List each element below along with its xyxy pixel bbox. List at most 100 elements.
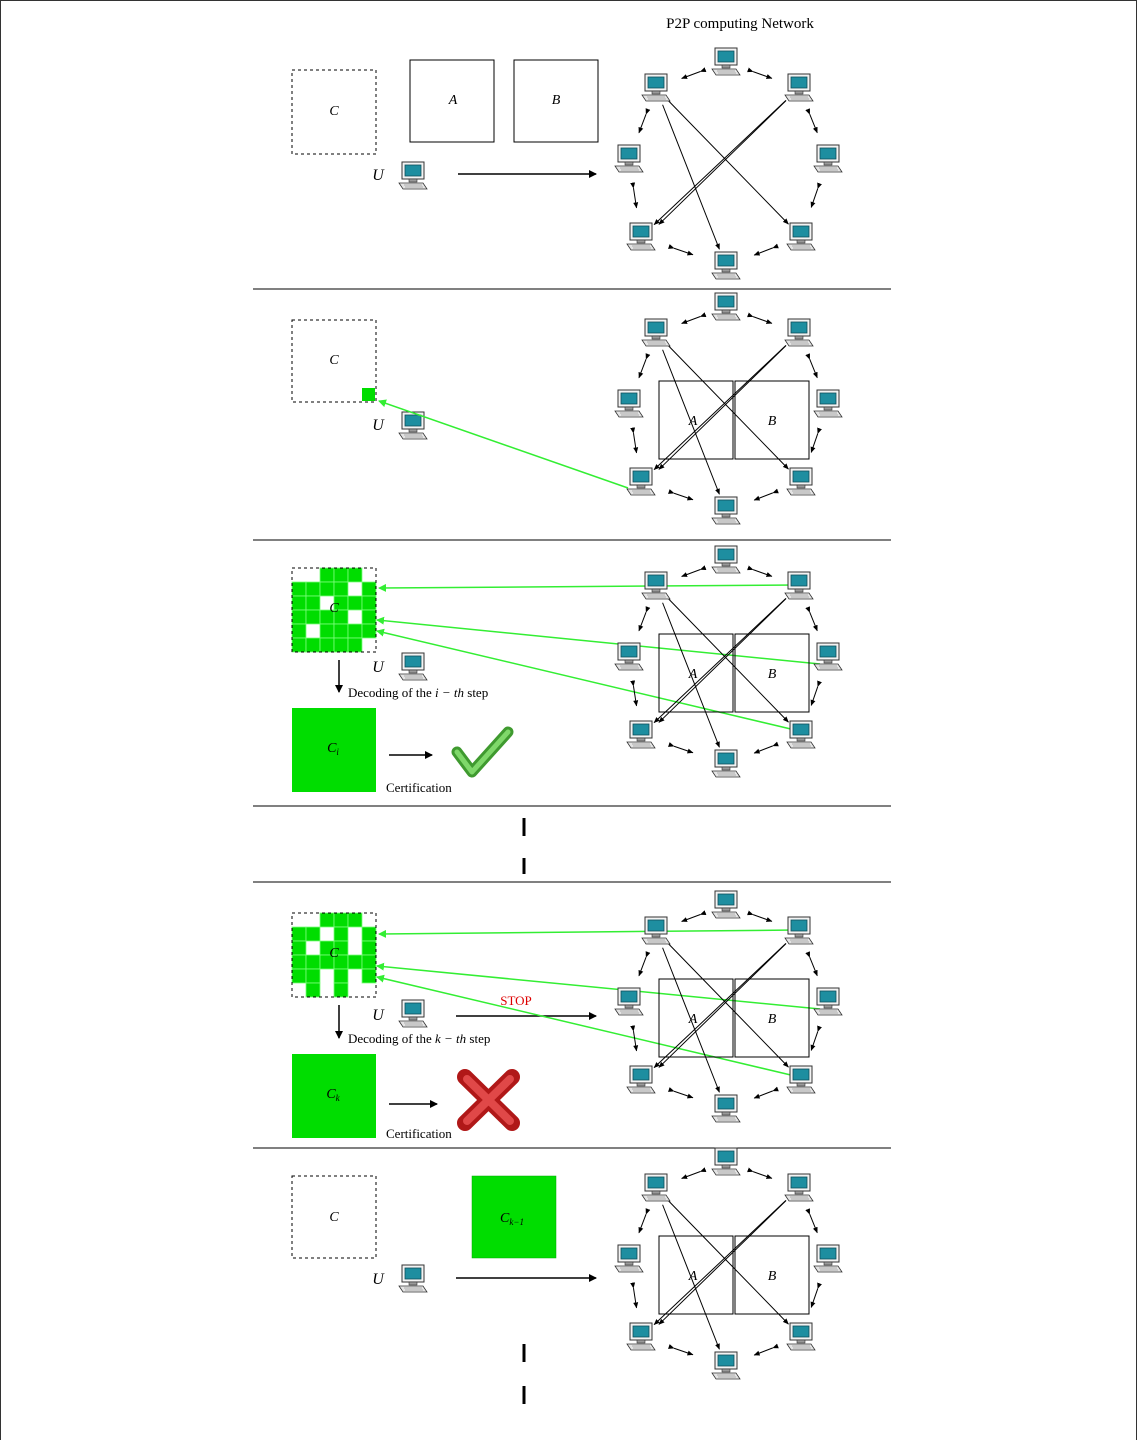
neighbor-link	[630, 182, 639, 209]
neighbor-link	[638, 108, 651, 134]
cross-link	[668, 100, 789, 225]
peer-computer-icon	[784, 318, 814, 347]
result-arrow	[378, 929, 797, 938]
computed-block	[361, 926, 377, 942]
peer-computer-icon	[614, 987, 644, 1016]
computed-block	[319, 912, 335, 928]
result-arrow	[376, 974, 796, 1077]
matrix-c-label: C	[329, 946, 339, 961]
user-label: U	[372, 167, 385, 184]
neighbor-link	[747, 67, 773, 79]
c-i-box	[292, 708, 376, 792]
user-computer-icon	[398, 1264, 428, 1293]
cross-link	[653, 344, 787, 471]
peer-computer-icon	[626, 1065, 656, 1094]
computed-block	[291, 581, 307, 597]
matrix-c-label: C	[329, 104, 339, 119]
certification-label: Certification	[386, 780, 452, 795]
neighbor-link	[747, 565, 773, 577]
neighbor-link	[630, 1282, 639, 1309]
neighbor-link	[810, 680, 822, 706]
peer-computer-icon	[641, 916, 671, 945]
computed-block	[347, 595, 363, 611]
peer-computer-icon	[626, 1322, 656, 1351]
cross-link	[658, 943, 787, 1068]
decoding-i-text: Decoding of the i − th step	[348, 685, 488, 700]
peer-computer-icon	[786, 720, 816, 749]
user-label: U	[372, 1007, 385, 1024]
computed-block	[291, 926, 307, 942]
neighbor-link	[668, 489, 694, 501]
peer-computer-icon	[614, 642, 644, 671]
computed-block	[319, 637, 335, 653]
peer-computer-icon	[784, 916, 814, 945]
neighbor-link	[747, 1167, 773, 1179]
neighbor-link	[805, 1208, 818, 1234]
neighbor-link	[681, 67, 707, 79]
peer-computer-icon	[626, 467, 656, 496]
neighbor-link	[747, 910, 773, 922]
peer-computer-icon	[813, 1244, 843, 1273]
c-k-minus-1-box	[471, 1175, 557, 1259]
peer-computer-icon	[614, 144, 644, 173]
result-arrow	[378, 399, 629, 489]
computed-block	[291, 623, 307, 639]
computed-block	[305, 609, 321, 625]
computed-block	[347, 954, 363, 970]
cross-link	[653, 99, 787, 226]
matrix-c-label: C	[329, 353, 339, 368]
matrix-a-box	[658, 633, 734, 713]
computed-block	[361, 954, 377, 970]
matrix-a-label: A	[448, 93, 458, 108]
computed-block	[305, 637, 321, 653]
neighbor-link	[681, 1167, 707, 1179]
matrix-b-box	[513, 59, 599, 143]
matrix-c-box	[291, 69, 377, 155]
peer-computer-icon	[641, 318, 671, 347]
user-computer-icon	[398, 161, 428, 190]
matrix-b-box	[734, 1235, 810, 1315]
peer-computer-icon	[711, 1094, 741, 1123]
peer-computer-icon	[786, 1322, 816, 1351]
cross-link	[658, 1200, 787, 1325]
c-k-box	[292, 1054, 376, 1138]
peer-computer-icon	[784, 73, 814, 102]
computed-block	[361, 609, 377, 625]
peer-computer-icon	[813, 389, 843, 418]
peer-computer-icon	[786, 1065, 816, 1094]
result-arrow	[378, 583, 797, 592]
computed-block	[333, 637, 349, 653]
matrix-b-label: B	[768, 667, 777, 682]
cross-link	[662, 947, 720, 1093]
cross-link	[662, 1204, 720, 1350]
neighbor-link	[747, 312, 773, 324]
cross-link	[668, 598, 789, 723]
peer-computer-icon	[626, 222, 656, 251]
panel-4: C U STOP Decoding of the k − th step Ck …	[291, 890, 843, 1141]
peer-computer-icon	[786, 467, 816, 496]
computed-block	[361, 940, 377, 956]
result-arrow	[376, 962, 821, 1010]
computed-block	[333, 968, 349, 984]
computed-block	[319, 581, 335, 597]
panel-1: C A B U	[291, 47, 843, 280]
peer-computer-icon	[711, 1147, 741, 1176]
panel-separators	[253, 288, 891, 1149]
computed-block	[291, 968, 307, 984]
panel-3: C U Decoding of the i − th step Ci Certi…	[291, 545, 843, 795]
computed-block	[333, 982, 349, 998]
computed-block	[305, 982, 321, 998]
neighbor-link	[805, 353, 818, 379]
matrix-a-label: A	[688, 414, 698, 429]
computed-block	[291, 940, 307, 956]
computed-block	[291, 595, 307, 611]
computed-block	[347, 912, 363, 928]
result-arrow	[376, 628, 796, 731]
computed-block	[291, 637, 307, 653]
neighbor-link	[753, 1086, 779, 1099]
matrix-b-label: B	[768, 414, 777, 429]
computed-block	[333, 912, 349, 928]
